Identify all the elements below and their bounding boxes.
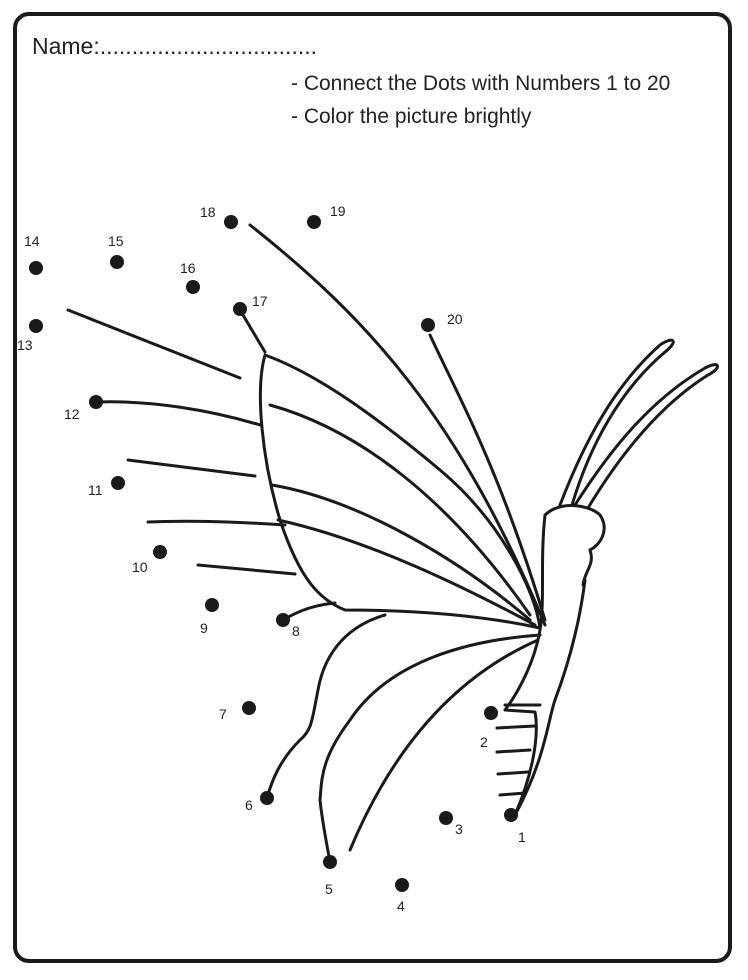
dot-label-15: 15 — [108, 233, 124, 249]
antenna-right — [573, 363, 719, 510]
dot-18 — [224, 215, 238, 229]
dot-label-3: 3 — [455, 821, 463, 837]
instruction-color-picture: - Color the picture brightly — [291, 105, 532, 128]
dot-3 — [439, 811, 453, 825]
dot-label-4: 4 — [397, 898, 405, 914]
dot-2 — [484, 706, 498, 720]
dot-label-9: 9 — [200, 620, 208, 636]
upper-wing — [258, 353, 542, 630]
dot-label-18: 18 — [200, 204, 216, 220]
dot-7 — [242, 701, 256, 715]
dot-10 — [153, 545, 167, 559]
dot-label-5: 5 — [325, 881, 333, 897]
butterfly-head — [543, 504, 606, 587]
dot-8 — [276, 613, 290, 627]
dot-9 — [205, 598, 219, 612]
dot-19 — [307, 215, 321, 229]
instruction-connect-dots: - Connect the Dots with Numbers 1 to 20 — [291, 72, 671, 95]
dot-label-16: 16 — [180, 260, 196, 276]
dot-label-6: 6 — [245, 797, 253, 813]
dot-13 — [29, 319, 43, 333]
dot-label-8: 8 — [292, 623, 300, 639]
dot-label-17: 17 — [252, 293, 268, 309]
dot-label-1: 1 — [518, 829, 526, 845]
dot-label-12: 12 — [64, 406, 80, 422]
dot-label-2: 2 — [480, 734, 488, 750]
dot-6 — [260, 791, 274, 805]
dot-label-14: 14 — [24, 233, 40, 249]
dot-label-7: 7 — [219, 706, 227, 722]
dot-label-13: 13 — [17, 337, 33, 353]
dot-11 — [111, 476, 125, 490]
dot-16 — [186, 280, 200, 294]
dot-label-11: 11 — [88, 482, 103, 498]
dot-label-19: 19 — [330, 203, 346, 219]
lower-wing — [265, 613, 387, 800]
dot-5 — [323, 855, 337, 869]
dot-label-10: 10 — [132, 559, 148, 575]
dot-label-20: 20 — [447, 311, 463, 327]
antenna-left — [558, 338, 675, 507]
worksheet-border — [13, 12, 732, 963]
dot-17 — [233, 302, 247, 316]
dot-1 — [504, 808, 518, 822]
dot-15 — [110, 255, 124, 269]
butterfly-body — [503, 513, 547, 817]
name-field-label: Name:.................................. — [32, 33, 318, 59]
dot-4 — [395, 878, 409, 892]
dot-14 — [29, 261, 43, 275]
dot-12 — [89, 395, 103, 409]
dot-20 — [421, 318, 435, 332]
